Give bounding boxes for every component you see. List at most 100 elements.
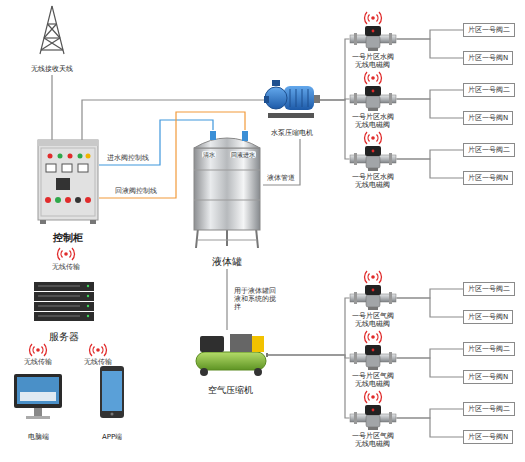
wireless-icon	[365, 12, 382, 24]
node-label: 片区一号阀二	[468, 285, 510, 293]
valve-box: 片区一号阀N	[463, 310, 513, 324]
wireless-icon	[365, 391, 382, 403]
node-label: 片区一号阀N	[468, 313, 508, 321]
connector-line	[397, 30, 464, 39]
water-pump-figure	[264, 80, 320, 118]
node-label: 片区一号阀二	[468, 146, 510, 154]
wireless-icon	[365, 72, 382, 84]
connector-line	[226, 269, 227, 330]
edge-label: 进水阀控制线	[106, 155, 150, 163]
edge-label: 用于液体罐回液和系统的搅拌	[233, 288, 282, 311]
valve-symbol	[350, 86, 396, 111]
connector-line	[397, 150, 464, 159]
node-label: 电脑端	[28, 433, 49, 441]
air-compressor: 空气压缩机	[192, 330, 268, 397]
server-figure	[34, 282, 94, 321]
connector-line	[397, 298, 464, 317]
wireless-icon	[365, 132, 382, 144]
wireless-icon	[365, 271, 382, 283]
valve-box: 片区一号阀N	[463, 171, 513, 185]
valve-box: 片区一号阀二	[463, 402, 515, 416]
valve-box: 片区一号阀N	[463, 430, 513, 444]
node-label: 一号片区气阀 无线电磁阀	[352, 313, 395, 329]
node-label: 片区一号阀二	[468, 405, 510, 413]
node-label: 控制柜	[53, 232, 83, 244]
connector-line	[397, 289, 464, 298]
air-compressor-figure	[196, 334, 268, 376]
connector-line	[263, 139, 300, 185]
connector-line	[397, 418, 464, 437]
valve-box: 片区一号阀二	[463, 143, 515, 157]
control-cabinet-figure	[38, 140, 98, 224]
antenna-tower	[40, 6, 64, 54]
node-label: 片区一号阀二	[468, 86, 510, 94]
valve-symbol	[350, 405, 396, 430]
node-label: 片区一号阀N	[468, 373, 508, 381]
app-terminal: APP端	[98, 364, 126, 443]
node-label: 片区一号阀N	[468, 433, 508, 441]
connector-line	[320, 39, 350, 100]
valve-box: 片区一号阀二	[463, 23, 515, 37]
connector-line	[397, 39, 464, 58]
computer-figure	[14, 374, 62, 419]
node-label: 液体罐	[212, 256, 242, 268]
valve-symbol	[350, 345, 396, 370]
wireless-icon	[58, 248, 75, 260]
node-label: 一号片区水阀 无线电磁阀	[352, 114, 395, 130]
connector-line	[268, 355, 350, 418]
solenoid-valve: 一号片区气阀 无线电磁阀	[350, 285, 397, 330]
connector-line	[320, 100, 350, 159]
liquid-tank-figure	[194, 131, 260, 248]
node-label: 无线接收天线	[31, 66, 73, 74]
text-label: 无线传输	[83, 359, 113, 367]
node-label: APP端	[102, 433, 122, 441]
connector-line	[51, 75, 52, 140]
pc-terminal: 电脑端	[13, 372, 63, 443]
valve-box: 片区一号阀N	[463, 111, 513, 125]
node-label: 片区一号阀N	[468, 114, 508, 122]
connector-line	[397, 90, 464, 99]
text-label: 回液进水	[230, 151, 256, 158]
node-label: 一号片区水阀 无线电磁阀	[352, 174, 395, 190]
valve-box: 片区一号阀二	[463, 282, 515, 296]
node-label: 片区一号阀N	[468, 174, 508, 182]
wireless-icon	[30, 344, 47, 356]
node-label: 空气压缩机	[208, 385, 253, 396]
antenna-tower: 无线接收天线	[29, 6, 75, 75]
solenoid-valve: 一号片区水阀 无线电磁阀	[350, 86, 397, 131]
valve-symbol	[350, 146, 396, 171]
solenoid-valve: 一号片区水阀 无线电磁阀	[350, 26, 397, 71]
connector-line	[397, 159, 464, 178]
server-rack: 服务器	[32, 280, 96, 344]
solenoid-valve: 一号片区水阀 无线电磁阀	[350, 146, 397, 191]
edge-label: 回液阀控制线	[114, 188, 158, 196]
text-label: 无线传输	[23, 359, 53, 367]
solenoid-valve: 一号片区气阀 无线电磁阀	[350, 345, 397, 390]
node-label: 水泵压缩电机	[271, 129, 313, 137]
solenoid-valve: 一号片区气阀 无线电磁阀	[350, 405, 397, 450]
connector-line	[397, 349, 464, 358]
wireless-icon	[90, 344, 107, 356]
valve-box: 片区一号阀二	[463, 83, 515, 97]
valve-symbol	[350, 26, 396, 51]
node-label: 一号片区水阀 无线电磁阀	[352, 54, 395, 70]
edge-label: 液体管道	[266, 175, 296, 183]
node-label: 片区一号阀二	[468, 26, 510, 34]
node-label: 片区一号阀N	[468, 54, 508, 62]
node-label: 一号片区气阀 无线电磁阀	[352, 373, 395, 389]
text-label: 无线传输	[51, 264, 81, 272]
valve-box: 片区一号阀二	[463, 342, 515, 356]
valve-box: 片区一号阀N	[463, 370, 513, 384]
connector-line	[397, 99, 464, 118]
control-cabinet: 控制柜	[37, 140, 99, 245]
phone-figure	[100, 366, 124, 418]
wireless-icon	[365, 331, 382, 343]
node-label: 服务器	[49, 331, 79, 343]
valve-symbol	[350, 285, 396, 310]
text-label: 清水	[202, 151, 216, 158]
node-label: 一号片区气阀 无线电磁阀	[352, 433, 395, 449]
